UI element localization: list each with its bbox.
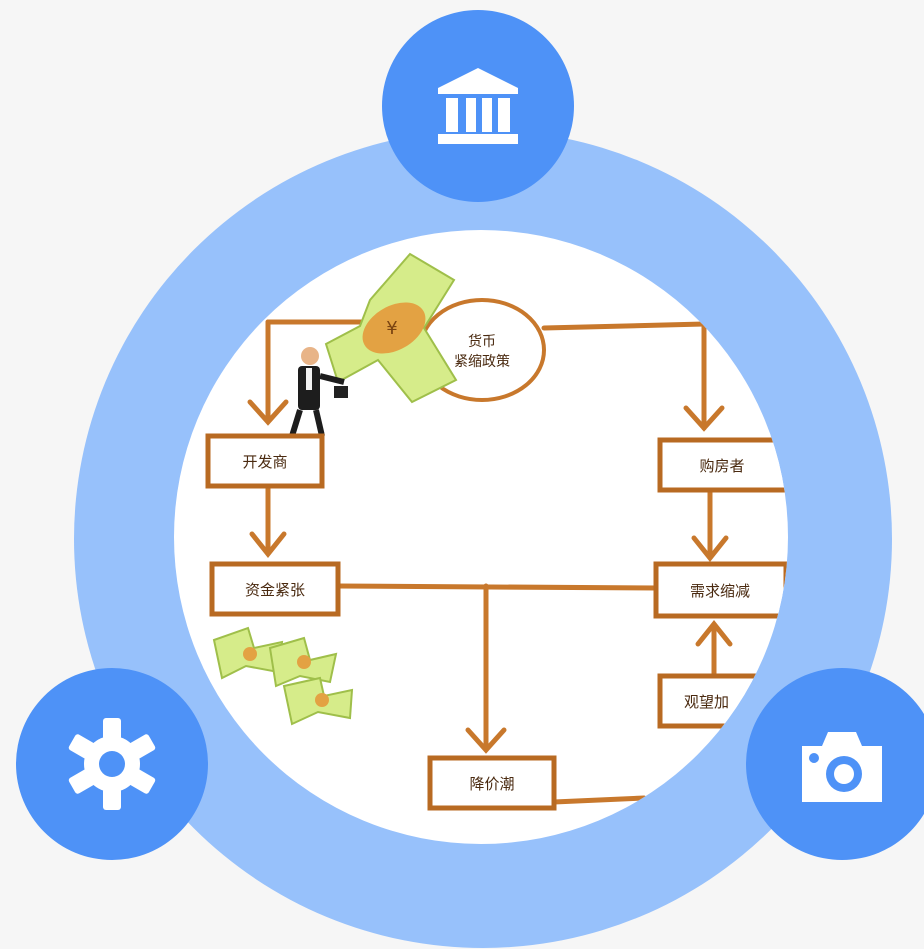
policy-label-2: 紧缩政策 — [454, 353, 510, 370]
demand-down-label: 需求缩减 — [690, 582, 750, 600]
flow-line-horizontal — [335, 583, 661, 591]
money-bundle-image: ¥ — [324, 252, 458, 404]
gear-icon — [68, 718, 156, 810]
buyer-label: 购房者 — [699, 457, 744, 475]
price-cut-label: 降价潮 — [469, 775, 514, 793]
box-demand-down: 需求缩减 — [653, 561, 788, 619]
small-money-bundles — [212, 626, 354, 726]
box-funds-tight: 资金紧张 — [209, 561, 341, 617]
svg-text:¥: ¥ — [386, 318, 397, 339]
funds-tight-label: 资金紧张 — [245, 581, 305, 599]
bank-icon — [438, 68, 518, 144]
flow-diagram: 货币 紧缩政策 ¥ 开发商 — [205, 252, 788, 811]
businessman-figure — [289, 347, 348, 437]
center-illustration: 货币 紧缩政策 ¥ 开发商 — [174, 230, 788, 844]
box-buyer: 购房者 — [657, 437, 788, 493]
bank-button[interactable] — [382, 10, 574, 202]
wait-see-label: 观望加 — [684, 693, 729, 711]
developer-label: 开发商 — [242, 453, 287, 471]
camera-icon — [802, 732, 882, 802]
flow-line-top-right — [541, 321, 707, 331]
box-developer: 开发商 — [205, 433, 325, 489]
policy-label-1: 货币 — [468, 333, 496, 350]
box-price-cut: 降价潮 — [427, 755, 557, 811]
settings-button[interactable] — [16, 668, 208, 860]
camera-button[interactable] — [746, 668, 924, 860]
